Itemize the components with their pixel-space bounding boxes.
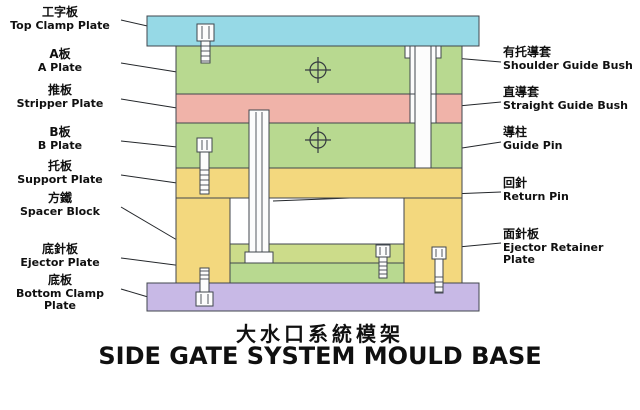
screw-left-middle — [196, 137, 213, 195]
label-bottom-clamp-plate: 底板 Bottom Clamp Plate — [0, 273, 120, 313]
label-zh: 回針 — [503, 176, 528, 190]
label-zh: 托板 — [47, 159, 72, 173]
ejector-screw — [375, 244, 391, 279]
label-zh: 工字板 — [41, 5, 78, 19]
label-en: Bottom Clamp Plate — [16, 286, 104, 313]
screw-bottom-left — [195, 267, 214, 307]
label-en: Top Clamp Plate — [10, 18, 110, 32]
screw-head — [196, 23, 215, 42]
label-zh: 底板 — [47, 273, 72, 287]
screw-head — [431, 246, 447, 260]
label-en: Straight Guide Bush — [503, 98, 628, 112]
support-plate-shape — [175, 167, 463, 199]
screw-head — [195, 291, 214, 307]
label-return-pin: 回針 Return Pin — [503, 176, 639, 203]
screw-top-left — [196, 23, 215, 64]
screw-shaft — [199, 267, 210, 294]
screw-shaft — [434, 258, 444, 294]
label-en: B Plate — [37, 138, 83, 152]
label-shoulder-guide-bush: 有托導套 Shoulder Guide Bush — [503, 45, 639, 72]
label-stripper-plate: 推板 Stripper Plate — [0, 83, 120, 110]
screw-shaft — [378, 256, 388, 279]
label-b-plate: B板 B Plate — [0, 125, 120, 152]
return-pin-group — [244, 109, 274, 264]
label-zh: 推板 — [47, 83, 72, 97]
label-en: Ejector Retainer Plate — [503, 240, 604, 267]
label-zh: 面針板 — [503, 227, 540, 241]
screw-head — [375, 244, 391, 258]
label-spacer-block: 方鐵 Spacer Block — [0, 191, 120, 218]
label-ejector-plate: 底針板 Ejector Plate — [0, 242, 120, 269]
label-zh: B板 — [49, 125, 71, 139]
label-zh: 直導套 — [503, 85, 540, 99]
label-en: Shoulder Guide Bush — [503, 58, 633, 72]
spacer-block-right-shape — [403, 197, 463, 284]
title-chinese: 大水口系統模架 — [236, 322, 404, 346]
label-en: Return Pin — [503, 189, 569, 203]
label-zh: 有托導套 — [503, 45, 552, 59]
centering-hole-marks — [305, 57, 331, 153]
label-zh: 方鐵 — [47, 191, 72, 205]
label-zh: 導柱 — [503, 125, 528, 139]
guide-assembly — [404, 45, 442, 169]
title-english: SIDE GATE SYSTEM MOULD BASE — [98, 342, 542, 370]
return-pin-shape — [248, 109, 270, 257]
label-zh: 底針板 — [41, 242, 78, 256]
label-en: Support Plate — [17, 172, 103, 186]
label-en: A Plate — [37, 60, 83, 74]
guide-pin-shape — [414, 45, 432, 169]
ejector-plate-shape — [229, 262, 405, 284]
screw-shaft — [200, 40, 211, 64]
label-top-clamp-plate: 工字板 Top Clamp Plate — [0, 5, 120, 32]
label-en: Guide Pin — [503, 138, 563, 152]
label-straight-guide-bush: 直導套 Straight Guide Bush — [503, 85, 639, 112]
label-a-plate: A板 A Plate — [0, 47, 120, 74]
return-pin-head — [244, 251, 274, 264]
label-en: Ejector Plate — [20, 255, 100, 269]
screw-head — [196, 137, 213, 153]
label-en: Spacer Block — [19, 204, 100, 218]
label-ejector-retainer-plate: 面針板 Ejector Retainer Plate — [503, 227, 639, 267]
screw-shaft — [199, 151, 210, 195]
label-zh: A板 — [49, 47, 71, 61]
label-en: Stripper Plate — [16, 96, 104, 110]
label-support-plate: 托板 Support Plate — [0, 159, 120, 186]
label-guide-pin: 導柱 Guide Pin — [503, 125, 639, 152]
screw-bottom-right — [431, 246, 447, 294]
